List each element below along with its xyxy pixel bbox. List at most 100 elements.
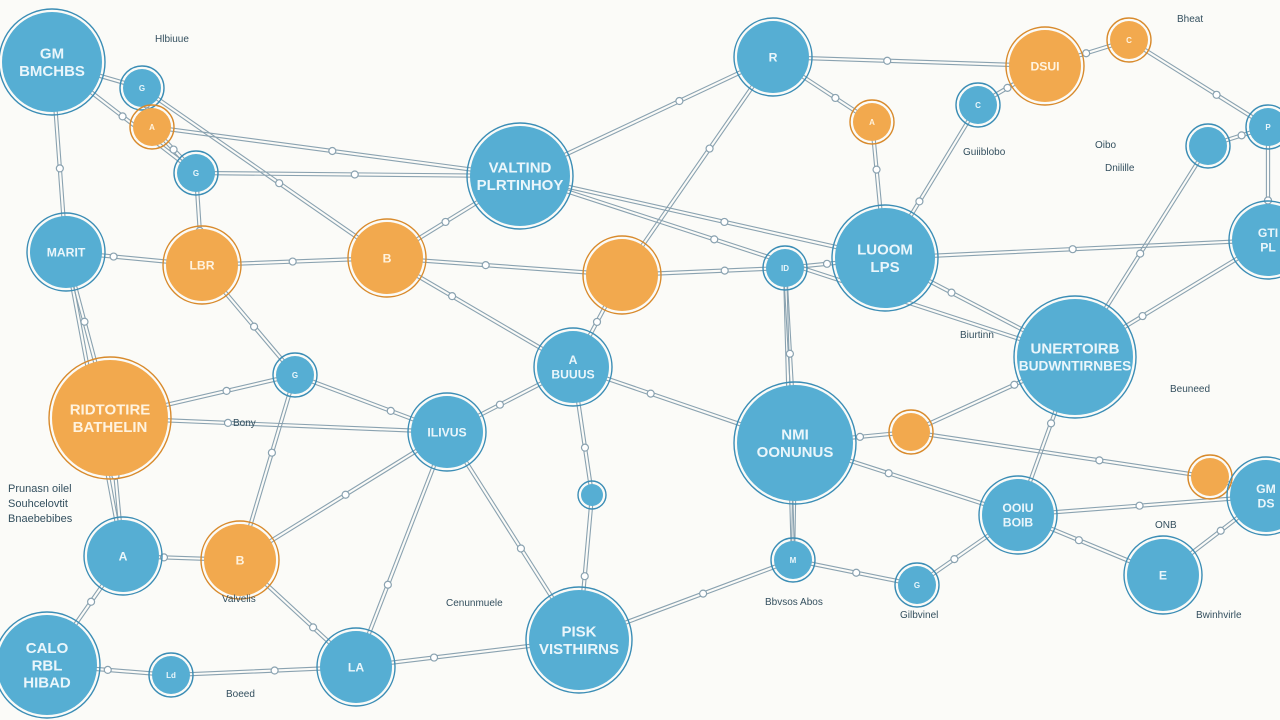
node-n26[interactable]: P bbox=[1245, 104, 1280, 150]
node-n10[interactable]: B bbox=[347, 218, 427, 298]
node-n11[interactable]: ILIVUS bbox=[407, 392, 487, 472]
node-n5[interactable]: MARIT bbox=[26, 212, 106, 292]
edge-n20-n24-b bbox=[884, 237, 1269, 257]
edge-junction bbox=[1003, 83, 1012, 92]
node-circle bbox=[1232, 204, 1280, 276]
edge-n9-n20-b bbox=[519, 173, 886, 257]
node-n4[interactable]: G bbox=[173, 150, 219, 196]
edge-junction bbox=[495, 400, 505, 409]
edge-junction bbox=[341, 490, 350, 499]
edge-junction bbox=[222, 386, 231, 396]
node-circle bbox=[1009, 30, 1081, 102]
node-n28[interactable] bbox=[1187, 454, 1233, 500]
node-label: LPS bbox=[870, 259, 899, 276]
node-n3[interactable]: A bbox=[129, 104, 175, 150]
edge-junction bbox=[1010, 380, 1019, 389]
node-n37[interactable]: LA bbox=[316, 627, 396, 707]
edge-junction bbox=[883, 56, 892, 65]
node-label: LUOOM bbox=[857, 242, 913, 259]
edge-junction bbox=[1082, 49, 1091, 58]
node-n25[interactable] bbox=[1185, 123, 1231, 169]
node-ring bbox=[162, 225, 242, 305]
node-n33[interactable]: A bbox=[83, 516, 163, 596]
node-n30[interactable]: E bbox=[1123, 535, 1203, 615]
node-label: NMI bbox=[781, 427, 809, 444]
edge-junction bbox=[383, 580, 392, 589]
node-n34[interactable]: B bbox=[200, 520, 280, 600]
node-label: BATHELIN bbox=[73, 419, 148, 436]
node-label: BUUUS bbox=[551, 367, 594, 381]
node-label: MARIT bbox=[47, 245, 86, 259]
node-label: Ld bbox=[166, 671, 176, 680]
edge-junction bbox=[872, 165, 881, 174]
free-label-9: Bbvsos Abos bbox=[765, 597, 823, 608]
node-n13[interactable] bbox=[582, 235, 662, 315]
node-label: C bbox=[1126, 36, 1132, 45]
edge-n23-n28-a bbox=[910, 433, 1211, 480]
edge-junction bbox=[705, 144, 714, 153]
node-n17[interactable]: C bbox=[1106, 17, 1152, 63]
edge-junction bbox=[710, 235, 719, 244]
node-n7[interactable]: G bbox=[272, 352, 318, 398]
free-label-18: Bheat bbox=[1177, 14, 1203, 25]
node-label: B bbox=[236, 553, 245, 567]
node-label: PLRTINHOY bbox=[477, 177, 564, 194]
node-n16[interactable]: A bbox=[849, 99, 895, 145]
edge-junction bbox=[580, 443, 590, 452]
node-n39[interactable] bbox=[577, 480, 607, 510]
node-circle bbox=[581, 484, 603, 506]
edge-junction bbox=[516, 544, 526, 553]
edge-junction bbox=[1074, 536, 1084, 545]
node-label: OOIU bbox=[1002, 501, 1033, 515]
edge-junction bbox=[580, 572, 589, 581]
edge-junction bbox=[915, 197, 924, 206]
node-ring bbox=[1185, 123, 1231, 169]
node-label: B bbox=[383, 251, 392, 265]
node-n2[interactable]: G bbox=[119, 65, 165, 111]
node-ring bbox=[762, 245, 808, 291]
edge-junction bbox=[947, 288, 956, 297]
node-n23[interactable] bbox=[888, 409, 934, 455]
node-circle bbox=[892, 413, 930, 451]
node-ring bbox=[1228, 200, 1280, 280]
edge-junction bbox=[103, 665, 112, 675]
node-circle bbox=[737, 385, 853, 501]
node-n32[interactable]: M bbox=[770, 537, 816, 583]
edge-junction bbox=[169, 145, 178, 154]
edge-n14-n13-a bbox=[620, 55, 773, 275]
node-circle bbox=[1191, 458, 1229, 496]
edge-n14-n15-a bbox=[772, 58, 1046, 69]
node-n19[interactable]: ID bbox=[762, 245, 808, 291]
edge-n37-n11-a bbox=[356, 432, 450, 669]
node-circle bbox=[177, 154, 215, 192]
node-n15[interactable]: DSUI bbox=[1005, 26, 1085, 106]
free-label-5: Bony bbox=[233, 418, 256, 429]
node-n36[interactable]: Ld bbox=[148, 652, 194, 698]
edge-junction bbox=[350, 170, 359, 179]
node-n6[interactable]: LBR bbox=[162, 225, 242, 305]
node-n31[interactable]: G bbox=[894, 562, 940, 608]
edge-junction bbox=[223, 418, 233, 427]
edge-junction bbox=[1068, 245, 1077, 254]
node-n14[interactable]: R bbox=[733, 17, 813, 97]
edge-junction bbox=[275, 179, 284, 188]
node-ring bbox=[48, 356, 172, 480]
edge-junction bbox=[80, 317, 89, 326]
free-label-15: Guiiblobo bbox=[963, 147, 1006, 158]
node-label: A bbox=[149, 123, 155, 132]
node-n18[interactable]: C bbox=[955, 82, 1001, 128]
edge-n2-n10-b bbox=[142, 86, 389, 258]
node-label: VALTIND bbox=[489, 160, 552, 177]
